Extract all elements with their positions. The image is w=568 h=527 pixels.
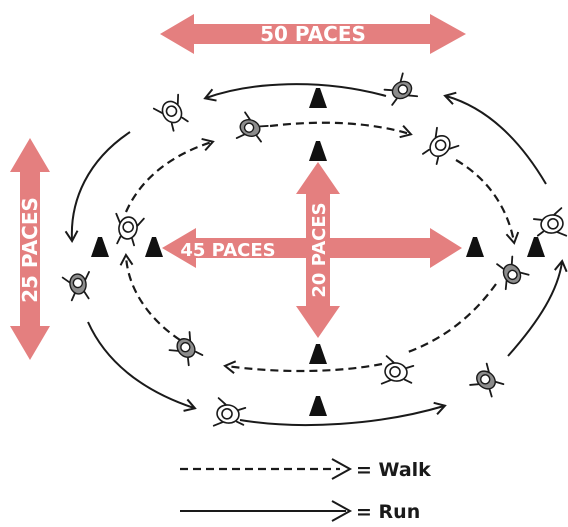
- runner-icon: [491, 252, 531, 291]
- runner-icon: [61, 270, 95, 304]
- legend: = Walk = Run: [180, 458, 431, 523]
- walk-path-inner: [119, 121, 520, 374]
- walker-icon: [110, 212, 145, 249]
- runner-icon: [468, 362, 508, 402]
- runner-icon: [380, 71, 419, 111]
- cone-bottom-inner: [309, 344, 327, 364]
- walker-icon: [531, 207, 568, 242]
- width-arrow-50-paces: 50 PACES: [160, 14, 466, 54]
- legend-run-label: = Run: [356, 501, 420, 523]
- walker-icon: [212, 397, 249, 432]
- legend-walk-label: = Walk: [356, 459, 431, 481]
- inner-height-arrow-20-paces: [296, 162, 340, 338]
- runner-icon: [234, 111, 271, 148]
- height-arrow-label: 25 PACES: [18, 197, 42, 303]
- cone-left-outer: [91, 237, 109, 257]
- cone-left-inner: [145, 237, 163, 257]
- cone-bottom-outer: [309, 396, 327, 416]
- height-arrow-25-paces: 25 PACES: [10, 138, 50, 360]
- run-path-outer: [64, 83, 568, 427]
- legend-run: = Run: [180, 500, 420, 523]
- cone-right-inner: [466, 237, 484, 257]
- cone-top-inner: [309, 141, 327, 161]
- walker-icon: [380, 355, 417, 390]
- runner-icon: [167, 331, 208, 371]
- walker-icon: [417, 126, 460, 169]
- cone-top-outer: [309, 88, 327, 108]
- cone-right-outer: [527, 237, 545, 257]
- inner-height-arrow-label: 20 PACES: [309, 202, 330, 297]
- width-arrow-label: 50 PACES: [260, 22, 366, 46]
- walker-icon: [152, 93, 194, 135]
- inner-width-arrow-label: 45 PACES: [180, 240, 275, 261]
- legend-walk: = Walk: [180, 458, 431, 481]
